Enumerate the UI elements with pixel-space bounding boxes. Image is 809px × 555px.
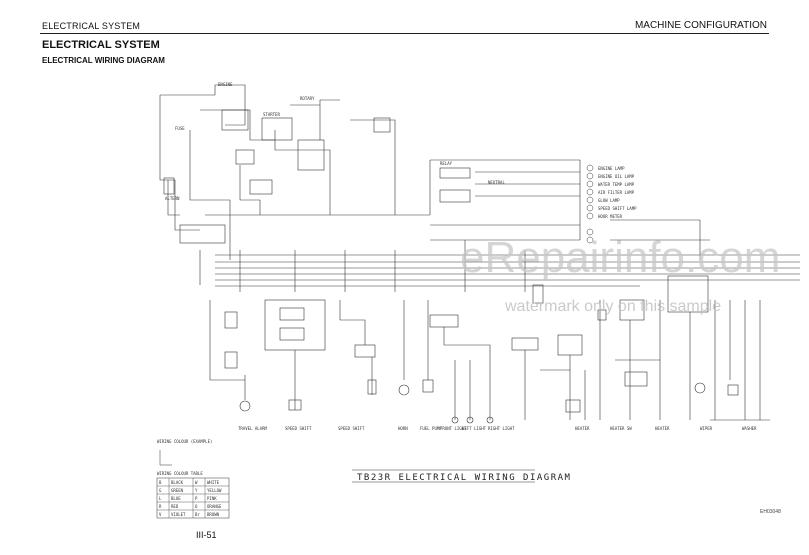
svg-text:ENGINE: ENGINE bbox=[218, 82, 233, 87]
colour-table-cell: G bbox=[159, 488, 162, 493]
colour-table-cell: Y bbox=[195, 488, 198, 493]
svg-text:TRAVEL ALARM: TRAVEL ALARM bbox=[238, 426, 267, 431]
colour-table-cell: RED bbox=[171, 504, 179, 509]
svg-text:RELAY: RELAY bbox=[440, 161, 453, 166]
colour-table-cell: PINK bbox=[207, 496, 217, 501]
wiring-colour-example-label: WIRING COLOUR (EXAMPLE) bbox=[157, 439, 212, 444]
svg-text:SPEED SHIFT LAMP: SPEED SHIFT LAMP bbox=[598, 206, 637, 211]
colour-table-cell: V bbox=[159, 512, 162, 517]
colour-table-cell: BLUE bbox=[171, 496, 181, 501]
svg-text:ALTERN: ALTERN bbox=[165, 196, 180, 201]
colour-table-cell: O bbox=[195, 504, 198, 509]
diagram-title: TB23R ELECTRICAL WIRING DIAGRAM bbox=[357, 473, 571, 483]
header-chapter-label: MACHINE CONFIGURATION bbox=[634, 20, 767, 31]
colour-table-cell: VIOLET bbox=[171, 512, 186, 517]
header-section-label: ELECTRICAL SYSTEM bbox=[42, 21, 141, 31]
svg-text:HEATER: HEATER bbox=[655, 426, 670, 431]
page-subtitle: ELECTRICAL WIRING DIAGRAM bbox=[42, 56, 165, 65]
wiring-colour-table-title: WIRING COLOUR TABLE bbox=[157, 471, 203, 476]
colour-table-cell: R bbox=[159, 504, 162, 509]
colour-table-cell: BROWN bbox=[207, 512, 220, 517]
svg-text:NEUTRAL: NEUTRAL bbox=[488, 180, 505, 185]
svg-text:WATER TEMP LAMP: WATER TEMP LAMP bbox=[598, 182, 635, 187]
colour-table-cell: B bbox=[159, 480, 162, 485]
svg-text:RIGHT LIGHT: RIGHT LIGHT bbox=[488, 426, 515, 431]
colour-table-cell: W bbox=[195, 480, 198, 485]
wiring-colour-table: B BLACK W WHITE G GREEN Y YELLOW L BLUE P PINK R RED O… bbox=[156, 477, 230, 519]
colour-table-cell: YELLOW bbox=[207, 488, 222, 493]
svg-text:FUSE: FUSE bbox=[175, 126, 185, 131]
watermark-note: watermark only on this sample bbox=[504, 298, 721, 315]
svg-text:ENGINE LAMP: ENGINE LAMP bbox=[598, 166, 625, 171]
watermark-brand: eRepairinfo.com bbox=[460, 233, 780, 282]
svg-text:AIR FILTER LAMP: AIR FILTER LAMP bbox=[598, 190, 635, 195]
drawing-code: EH03048 bbox=[760, 509, 781, 515]
svg-text:SPEED SHIFT: SPEED SHIFT bbox=[338, 426, 365, 431]
svg-text:FRONT LIGHT: FRONT LIGHT bbox=[440, 426, 467, 431]
colour-table-cell: WHITE bbox=[207, 480, 220, 485]
header-divider bbox=[40, 33, 769, 34]
svg-text:GLOW LAMP: GLOW LAMP bbox=[598, 198, 620, 203]
colour-table-cell: GREEN bbox=[171, 488, 184, 493]
colour-table-cell: BLACK bbox=[171, 480, 184, 485]
colour-table-cell: P bbox=[195, 496, 198, 501]
svg-text:WASHER: WASHER bbox=[742, 426, 757, 431]
svg-text:HOUR METER: HOUR METER bbox=[598, 214, 623, 219]
svg-text:ROTARY: ROTARY bbox=[300, 96, 315, 101]
svg-text:LEFT LIGHT: LEFT LIGHT bbox=[462, 426, 487, 431]
colour-table-cell: Br bbox=[195, 512, 200, 517]
svg-text:ENGINE OIL LAMP: ENGINE OIL LAMP bbox=[598, 174, 635, 179]
page-title: ELECTRICAL SYSTEM bbox=[42, 39, 160, 51]
page-number: III-51 bbox=[196, 530, 217, 540]
svg-text:STARTER: STARTER bbox=[263, 112, 280, 117]
svg-text:HEATER: HEATER bbox=[575, 426, 590, 431]
svg-text:SPEED SHIFT: SPEED SHIFT bbox=[285, 426, 312, 431]
svg-text:FUEL PUMP: FUEL PUMP bbox=[420, 426, 442, 431]
svg-text:HEATER SW: HEATER SW bbox=[610, 426, 632, 431]
svg-text:HORN: HORN bbox=[398, 426, 408, 431]
svg-text:WIPER: WIPER bbox=[700, 426, 713, 431]
colour-table-cell: L bbox=[159, 496, 162, 501]
colour-table-cell: ORANGE bbox=[207, 504, 222, 509]
